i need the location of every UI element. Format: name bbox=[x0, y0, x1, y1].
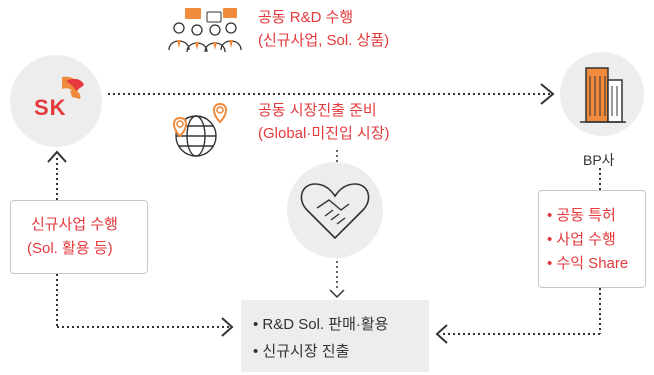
handshake-heart-icon bbox=[300, 183, 370, 240]
bp-label: BP사 bbox=[583, 152, 615, 168]
left-box: 신규사업 수행 (Sol. 활용 등) bbox=[10, 200, 148, 274]
sk-to-bp-arrowhead bbox=[540, 83, 555, 105]
right-to-bottom-arrowhead bbox=[435, 324, 448, 344]
left-to-bottom-arrowhead bbox=[221, 317, 234, 337]
handshake-circle bbox=[287, 162, 383, 258]
sk-logo-text: SK bbox=[34, 95, 67, 120]
bp-circle bbox=[560, 52, 644, 136]
team-people-icon bbox=[168, 8, 242, 53]
rd-title: 공동 R&D 수행 bbox=[258, 9, 354, 26]
center-down-arrowhead bbox=[329, 289, 345, 299]
left-box-line2: (Sol. 활용 등) bbox=[27, 240, 113, 257]
sk-logo-icon bbox=[62, 76, 84, 99]
building-icon bbox=[580, 67, 626, 123]
sk-circle: SK bbox=[10, 55, 102, 147]
right-box-item: • 수익 Share bbox=[547, 255, 629, 272]
rd-subtitle: (신규사업, Sol. 상품) bbox=[258, 32, 390, 49]
globe-pin-icon bbox=[173, 102, 227, 157]
bottom-box-item: • R&D Sol. 판매·활용 bbox=[253, 316, 389, 333]
bottom-box-item: • 신규시장 진출 bbox=[253, 343, 350, 360]
left-box-line1: 신규사업 수행 bbox=[31, 216, 118, 233]
right-box-item: • 사업 수행 bbox=[547, 231, 616, 248]
market-subtitle: (Global·미진입 시장) bbox=[258, 125, 390, 142]
right-box: • 공동 특허 • 사업 수행 • 수익 Share bbox=[538, 190, 646, 288]
right-box-item: • 공동 특허 bbox=[547, 207, 616, 224]
bottom-box: • R&D Sol. 판매·활용 • 신규시장 진출 bbox=[241, 300, 429, 372]
left-up-arrowhead bbox=[47, 150, 67, 163]
market-title: 공동 시장진출 준비 bbox=[258, 102, 377, 119]
